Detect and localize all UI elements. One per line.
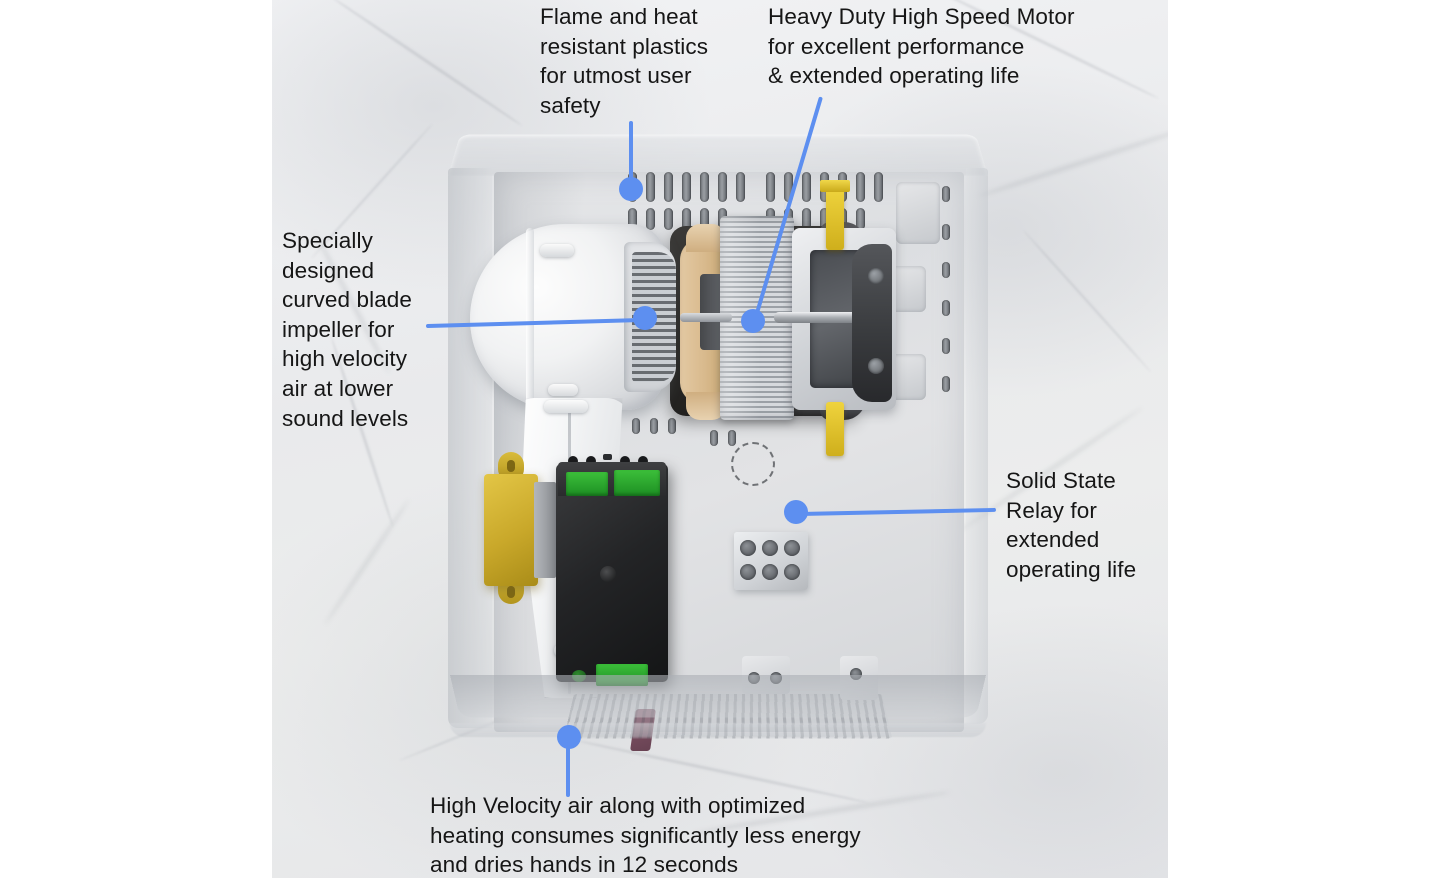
- vent-slot: [856, 172, 865, 202]
- vent-slot: [664, 208, 673, 230]
- transformer-ear-hole: [507, 460, 515, 472]
- housing-bottom-edge: [450, 723, 986, 737]
- retention-tab: [826, 188, 844, 250]
- callout-dot-airflow: [557, 725, 581, 749]
- motor-end-bell-top: [686, 224, 726, 252]
- motor-end-bell-bottom: [686, 392, 726, 420]
- motor-shaft-rear: [680, 313, 732, 322]
- transformer: [484, 474, 538, 586]
- vent-slot: [682, 172, 691, 202]
- callout-dot-relay: [784, 500, 808, 524]
- callout-dot-impeller: [633, 306, 657, 330]
- vent-slot: [874, 172, 883, 202]
- vent-slot: [718, 172, 727, 202]
- marble-vein: [976, 126, 1168, 199]
- retention-tab-head: [820, 180, 850, 192]
- duct-marker: [603, 454, 612, 460]
- ssr-mount-hole: [600, 566, 616, 582]
- vent-slot: [820, 208, 829, 230]
- ssr-pin: [638, 456, 648, 466]
- volute-nub: [548, 384, 578, 396]
- vent-slot: [942, 224, 950, 240]
- ssr-terminal-green: [614, 470, 660, 496]
- ssr-pin: [620, 456, 630, 466]
- terminal-hole: [740, 540, 756, 556]
- vent-slot: [802, 172, 811, 202]
- vent-slot: [700, 208, 709, 230]
- marble-vein: [323, 498, 411, 626]
- callout-line-airflow: [566, 747, 570, 797]
- vent-slot: [942, 186, 950, 202]
- vent-slot: [802, 208, 811, 230]
- terminal-hole: [784, 564, 800, 580]
- volute-seam: [526, 228, 534, 406]
- duct-clip: [544, 400, 588, 413]
- transformer-ear-hole: [507, 586, 515, 598]
- vent-slot: [700, 172, 709, 202]
- motor-shaft: [774, 312, 882, 323]
- vent-slot: [766, 172, 775, 202]
- housing-cover-left: [448, 168, 492, 728]
- vent-slot: [646, 208, 655, 230]
- callout-dot-motor: [741, 309, 765, 333]
- vent-slot: [784, 172, 793, 202]
- transformer-core-laminations: [534, 482, 556, 578]
- terminal-hole: [784, 540, 800, 556]
- mount-screw: [868, 358, 884, 374]
- vent-slot: [646, 172, 655, 202]
- callout-text-plastics: Flame and heat resistant plastics for ut…: [540, 4, 709, 118]
- terminal-hole: [740, 564, 756, 580]
- marble-vein: [1022, 229, 1152, 373]
- housing-cover-right: [966, 168, 988, 724]
- vent-slot: [668, 418, 676, 434]
- ssr-pins: [560, 456, 664, 466]
- vent-slot: [728, 430, 736, 446]
- ssr-pin: [568, 456, 578, 466]
- terminal-hole: [762, 564, 778, 580]
- mount-screw: [868, 268, 884, 284]
- vent-slot: [942, 338, 950, 354]
- vent-slot: [942, 300, 950, 316]
- mount-tab: [896, 182, 940, 244]
- vent-slot: [856, 208, 865, 230]
- vent-slot: [682, 208, 691, 230]
- retention-tab: [826, 402, 844, 456]
- vent-slot: [632, 418, 640, 434]
- callout-dot-plastics: [619, 177, 643, 201]
- ssr-pin: [586, 456, 596, 466]
- reference-circle-marker: [731, 442, 775, 486]
- vent-slot: [664, 172, 673, 202]
- ssr-terminal-green: [566, 472, 608, 496]
- callout-text-relay: Solid State Relay for extended operating…: [1006, 468, 1137, 582]
- housing-cover-top: [448, 134, 988, 176]
- hand-dryer-unit: [448, 116, 988, 751]
- volute-nub: [540, 244, 574, 257]
- callout-text-impeller: Specially designed curved blade impeller…: [282, 228, 413, 431]
- vent-slot: [628, 208, 637, 230]
- terminal-hole: [762, 540, 778, 556]
- callout-text-motor: Heavy Duty High Speed Motor for excellen…: [768, 4, 1075, 89]
- housing-cover-bottom: [450, 675, 986, 718]
- vent-slot: [942, 262, 950, 278]
- callout-text-airflow: High Velocity air along with optimized h…: [430, 793, 861, 878]
- vent-slot: [650, 418, 658, 434]
- vent-slot: [942, 376, 950, 392]
- vent-slot: [710, 430, 718, 446]
- product-photo: [272, 0, 1168, 878]
- vent-slot: [736, 172, 745, 202]
- marble-vein: [330, 0, 524, 128]
